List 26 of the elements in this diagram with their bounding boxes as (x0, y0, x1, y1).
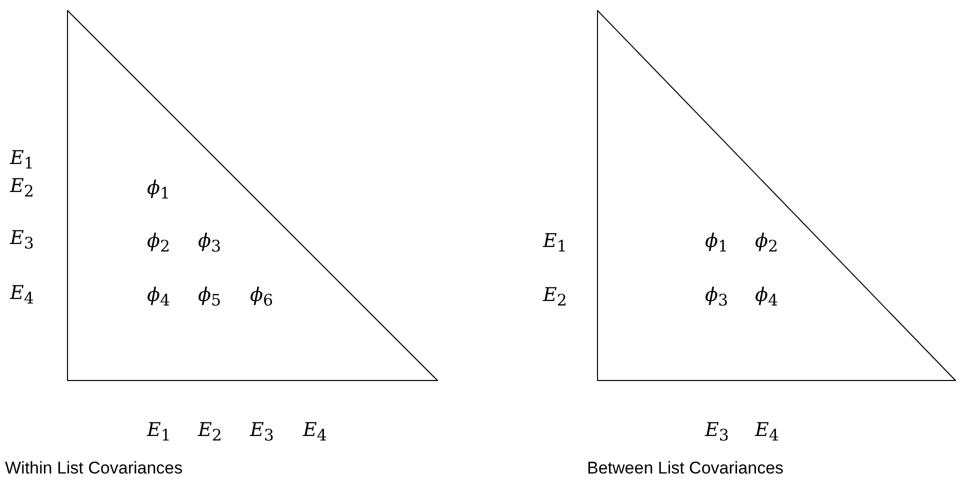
matrix-entry: ϕ$_{1}$ (147, 178, 170, 202)
row-label: E$_{3}$ (10, 228, 34, 252)
matrix-entry: ϕ$_{2}$ (755, 230, 778, 256)
matrix-entry: ϕ$_{3}$ (198, 230, 222, 256)
column-label: E$_{1}$ (147, 420, 171, 444)
column-label: E$_{4}$ (303, 420, 327, 444)
row-label: E$_{1}$ (10, 148, 34, 172)
matrix-entry: ϕ$_{6}$ (250, 284, 274, 310)
column-label: E$_{4}$ (755, 420, 779, 444)
matrix-entry: ϕ$_{4}$ (147, 284, 170, 310)
matrix-entry: ϕ$_{2}$ (147, 230, 170, 256)
caption: Between List Covariances (587, 460, 784, 478)
row-label: E$_{2}$ (10, 176, 34, 200)
row-label: E$_{4}$ (10, 282, 34, 308)
triangle-outline (67, 10, 438, 381)
matrix-entry: ϕ$_{5}$ (198, 284, 222, 310)
triangle-outline (597, 10, 956, 381)
row-label: E$_{1}$ (543, 230, 567, 256)
column-label: E$_{3}$ (250, 420, 274, 444)
column-label: E$_{3}$ (705, 420, 729, 444)
caption: Within List Covariances (5, 460, 183, 478)
matrix-entry: ϕ$_{1}$ (705, 230, 728, 256)
matrix-entry: ϕ$_{3}$ (705, 284, 728, 310)
row-label: E$_{2}$ (543, 284, 567, 310)
column-label: E$_{2}$ (198, 420, 222, 444)
matrix-entry: ϕ$_{4}$ (755, 284, 778, 310)
